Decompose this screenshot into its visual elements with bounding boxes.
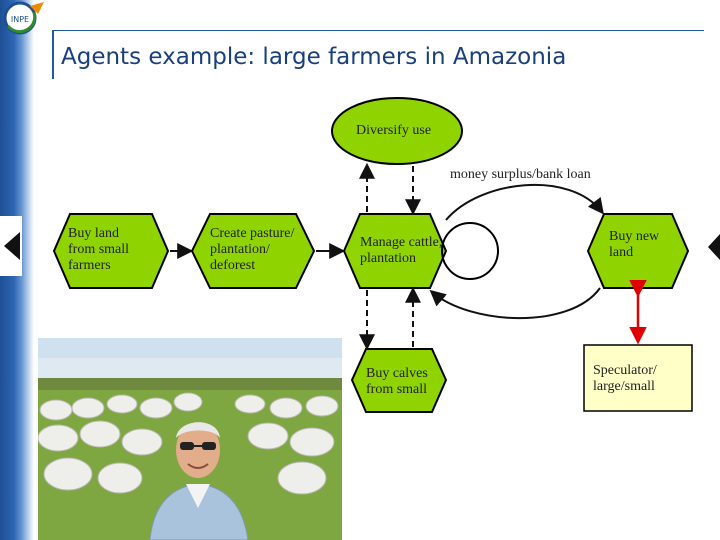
label-money-surplus: money surplus/bank loan bbox=[450, 167, 591, 182]
inpe-logo-icon: INPE bbox=[3, 1, 44, 35]
nav-next[interactable] bbox=[706, 222, 720, 272]
label-buy-calves-line: Buy calves bbox=[366, 366, 428, 381]
node-buy-land-shape bbox=[52, 213, 170, 289]
label-buy-land-line: farmers bbox=[68, 258, 111, 273]
title-frame bbox=[52, 30, 704, 79]
label-speculator-line: Speculator/ bbox=[593, 363, 657, 378]
label-buy-calves: Buy calves from small bbox=[366, 366, 428, 398]
label-create-pasture: Create pasture/ plantation/ deforest bbox=[210, 226, 294, 274]
label-create-line: plantation/ bbox=[210, 242, 270, 257]
label-speculator-line: large/small bbox=[593, 379, 655, 394]
label-create-line: deforest bbox=[210, 258, 256, 273]
label-diversify-use: Diversify use bbox=[356, 123, 432, 138]
label-buy-new-land: Buy new land bbox=[609, 229, 659, 261]
label-manage-line: Manage cattle, bbox=[360, 235, 443, 250]
label-create-line: Create pasture/ bbox=[210, 226, 295, 241]
label-buy-new-line: Buy new bbox=[609, 229, 660, 244]
label-buy-land: Buy land from small farmers bbox=[68, 226, 129, 274]
label-buy-land-line: Buy land bbox=[68, 226, 119, 241]
label-buy-new-line: land bbox=[609, 245, 634, 260]
label-manage-line: plantation bbox=[360, 251, 416, 266]
label-manage-cattle: Manage cattle, plantation bbox=[360, 235, 442, 267]
arrow-left-icon bbox=[4, 232, 20, 260]
arrow-manage-buynew bbox=[445, 183, 604, 221]
farmer-cattle-photo bbox=[38, 338, 342, 540]
node-buy-new-land-shape bbox=[586, 213, 690, 289]
self-loop bbox=[441, 222, 499, 280]
node-buy-calves-shape bbox=[350, 348, 448, 413]
node-speculator-shape bbox=[583, 344, 693, 412]
arrow-buynew-manage bbox=[429, 287, 601, 320]
slide-title: Agents example: large farmers in Amazoni… bbox=[61, 44, 567, 70]
label-buy-calves-line: from small bbox=[366, 382, 428, 397]
nav-previous[interactable] bbox=[0, 216, 22, 276]
label-buy-land-line: from small bbox=[68, 242, 130, 257]
node-diversify-use-shape bbox=[331, 97, 463, 165]
logo-text: INPE bbox=[11, 15, 29, 24]
arrow-right-icon bbox=[708, 234, 720, 260]
label-speculator: Speculator/ large/small bbox=[593, 363, 657, 395]
